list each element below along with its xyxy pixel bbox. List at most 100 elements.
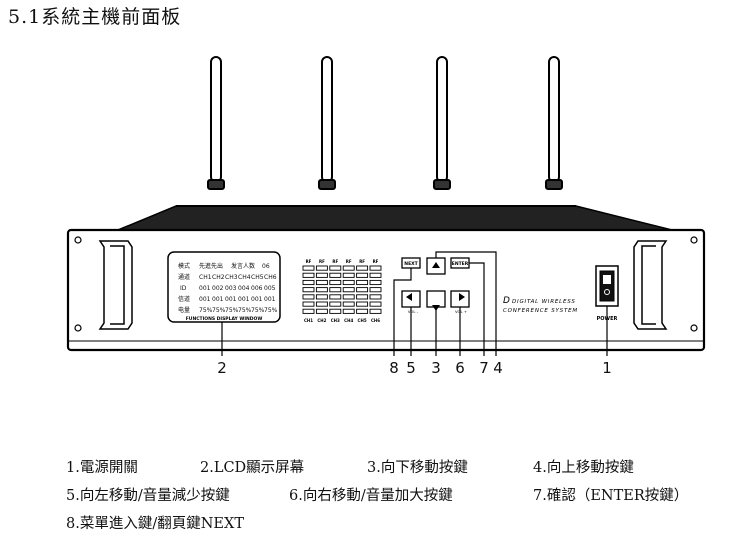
svg-text:发言人数: 发言人数 <box>231 262 255 270</box>
rf-segment <box>369 287 382 293</box>
callout-5: 5 <box>406 359 416 377</box>
antenna-3 <box>433 56 451 190</box>
rf-segment <box>369 279 382 286</box>
rf-segment <box>302 272 315 278</box>
rf-channel-label: CH3 <box>331 318 340 323</box>
rf-segment <box>329 308 342 314</box>
svg-text:75%: 75% <box>212 307 226 314</box>
lcd-caption: FUNCTIONS DISPLAY WINDOW <box>186 316 263 322</box>
lcd-display: 模式 先進先出 发言人数 06 通道 CH1 CH2 CH3 CH4 CH5 C… <box>167 251 281 323</box>
rf-segment <box>315 279 328 286</box>
legend-5: 5.向左移動/音量減少按鍵 <box>66 488 230 504</box>
rf-segment <box>302 287 315 293</box>
rf-segment <box>329 272 342 278</box>
svg-text:75%: 75% <box>238 307 252 314</box>
rf-segment <box>342 308 355 314</box>
rf-segment <box>302 279 315 286</box>
rf-segment <box>315 301 328 307</box>
svg-text:75%: 75% <box>225 307 239 314</box>
rf-segment <box>342 287 355 293</box>
svg-text:75%: 75% <box>199 307 213 314</box>
legend-8: 8.菜單進入鍵/翻頁鍵NEXT <box>66 516 244 532</box>
svg-text:004: 004 <box>238 285 250 292</box>
power-switch[interactable] <box>595 265 619 307</box>
rf-segment <box>315 308 328 314</box>
rf-label: RF <box>346 259 352 264</box>
callout-8: 8 <box>389 359 399 377</box>
rf-segment <box>356 301 369 307</box>
rf-channel-label: CH6 <box>371 318 380 323</box>
rf-segment <box>356 294 369 300</box>
antenna-2 <box>318 56 336 190</box>
callout-1: 1 <box>602 359 612 377</box>
svg-text:001: 001 <box>212 296 224 303</box>
svg-text:001: 001 <box>238 296 250 303</box>
svg-text:001: 001 <box>199 285 211 292</box>
rack-hole <box>690 236 698 244</box>
brand-line1: DIGITAL WIRELESS <box>512 299 576 305</box>
legend-1: 1.電源開關 <box>66 460 138 476</box>
rf-label: RF <box>359 259 365 264</box>
callout-2: 2 <box>217 359 227 377</box>
svg-text:CH5: CH5 <box>251 274 264 281</box>
svg-text:001: 001 <box>199 296 211 303</box>
svg-text:006: 006 <box>251 285 263 292</box>
up-button[interactable] <box>426 257 446 275</box>
svg-text:CH2: CH2 <box>212 274 225 281</box>
svg-text:002: 002 <box>212 285 224 292</box>
enter-button[interactable]: ENTER <box>450 257 470 269</box>
svg-text:003: 003 <box>225 285 237 292</box>
callout-6: 6 <box>455 359 465 377</box>
right-handle <box>633 240 668 330</box>
rf-segment <box>302 265 315 271</box>
arrow-left-icon <box>406 293 412 301</box>
left-handle <box>98 240 133 330</box>
rf-segment <box>356 272 369 278</box>
rf-channel-label: CH4 <box>344 318 353 323</box>
arrow-up-icon <box>432 262 440 268</box>
svg-text:001: 001 <box>251 296 263 303</box>
legend-6: 6.向右移動/音量加大按鍵 <box>289 488 453 504</box>
svg-text:001: 001 <box>225 296 237 303</box>
rf-segment <box>356 279 369 286</box>
antenna-1 <box>207 56 225 190</box>
rf-segment <box>369 294 382 300</box>
svg-text:CH3: CH3 <box>225 274 238 281</box>
next-button[interactable]: NEXT <box>401 257 421 269</box>
rf-segment <box>302 308 315 314</box>
callout-4: 4 <box>493 359 503 377</box>
rf-segment <box>302 301 315 307</box>
rf-segment <box>315 265 328 271</box>
rack-hole <box>74 324 82 332</box>
svg-text:ID: ID <box>180 285 187 292</box>
rf-segment <box>342 265 355 271</box>
rack-hole <box>74 236 82 244</box>
callout-3: 3 <box>431 359 441 377</box>
rf-segment <box>369 301 382 307</box>
rf-segment <box>369 272 382 278</box>
svg-text:NEXT: NEXT <box>404 261 418 267</box>
chassis-top <box>117 205 673 231</box>
rf-segment <box>315 287 328 293</box>
rf-segment <box>369 308 382 314</box>
rf-segment <box>369 265 382 271</box>
rf-segment <box>329 279 342 286</box>
rf-segment <box>342 279 355 286</box>
svg-text:通道: 通道 <box>178 273 190 281</box>
rf-segment <box>329 265 342 271</box>
rf-label: RF <box>373 259 379 264</box>
power-icon <box>604 289 610 295</box>
rf-segment <box>356 287 369 293</box>
legend-4: 4.向上移動按鍵 <box>533 460 634 476</box>
svg-text:75%: 75% <box>251 307 265 314</box>
antennas <box>207 56 563 190</box>
arrow-right-icon <box>459 293 465 301</box>
rf-segment <box>315 294 328 300</box>
rf-channel-label: CH5 <box>358 318 367 323</box>
brand-line2: CONFERENCE SYSTEM <box>503 308 578 314</box>
svg-text:电量: 电量 <box>178 306 190 314</box>
